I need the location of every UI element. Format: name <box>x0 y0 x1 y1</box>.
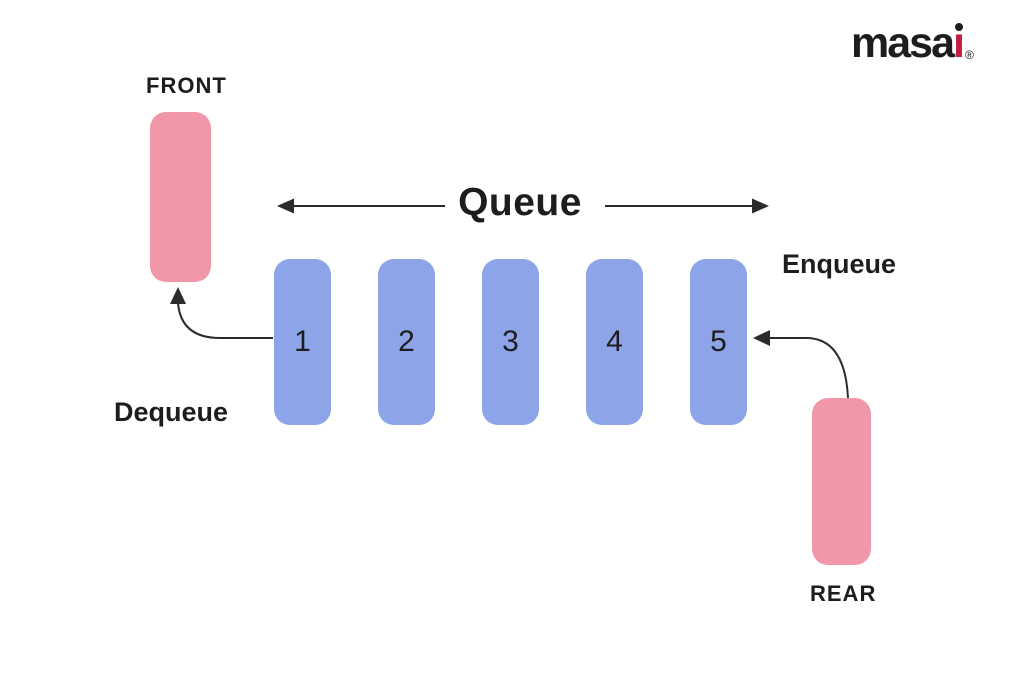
queue-cell-value: 5 <box>710 325 727 358</box>
masai-logo-i-dot <box>954 23 963 31</box>
queue-cell-value: 3 <box>502 325 519 358</box>
queue-cell: 1 <box>274 259 331 425</box>
queue-cell-value: 2 <box>398 325 415 358</box>
masai-logo-text: masa <box>851 19 955 67</box>
dequeue-arrow <box>170 287 273 339</box>
dequeue-label: Dequeue <box>114 397 229 427</box>
queue-cell: 3 <box>482 259 539 425</box>
queue-span-right-arrow <box>605 198 769 214</box>
queue-cell-value: 1 <box>294 325 311 358</box>
rear-label: REAR <box>810 581 877 606</box>
queue-title: Queue <box>458 181 582 224</box>
queue-cell: 5 <box>690 259 747 425</box>
front-pointer-box <box>150 112 211 282</box>
queue-cell: 2 <box>378 259 435 425</box>
registered-trademark-icon: ® <box>964 48 974 62</box>
enqueue-arrow <box>753 330 849 399</box>
queue-cell: 4 <box>586 259 643 425</box>
queue-span-left-arrow <box>277 198 445 214</box>
queue-cell-value: 4 <box>606 325 623 358</box>
masai-logo-i: ı <box>952 19 965 67</box>
front-label: FRONT <box>146 73 227 98</box>
enqueue-label: Enqueue <box>782 249 897 279</box>
masai-logo: masaı® <box>851 19 974 67</box>
rear-pointer-box <box>812 398 871 565</box>
